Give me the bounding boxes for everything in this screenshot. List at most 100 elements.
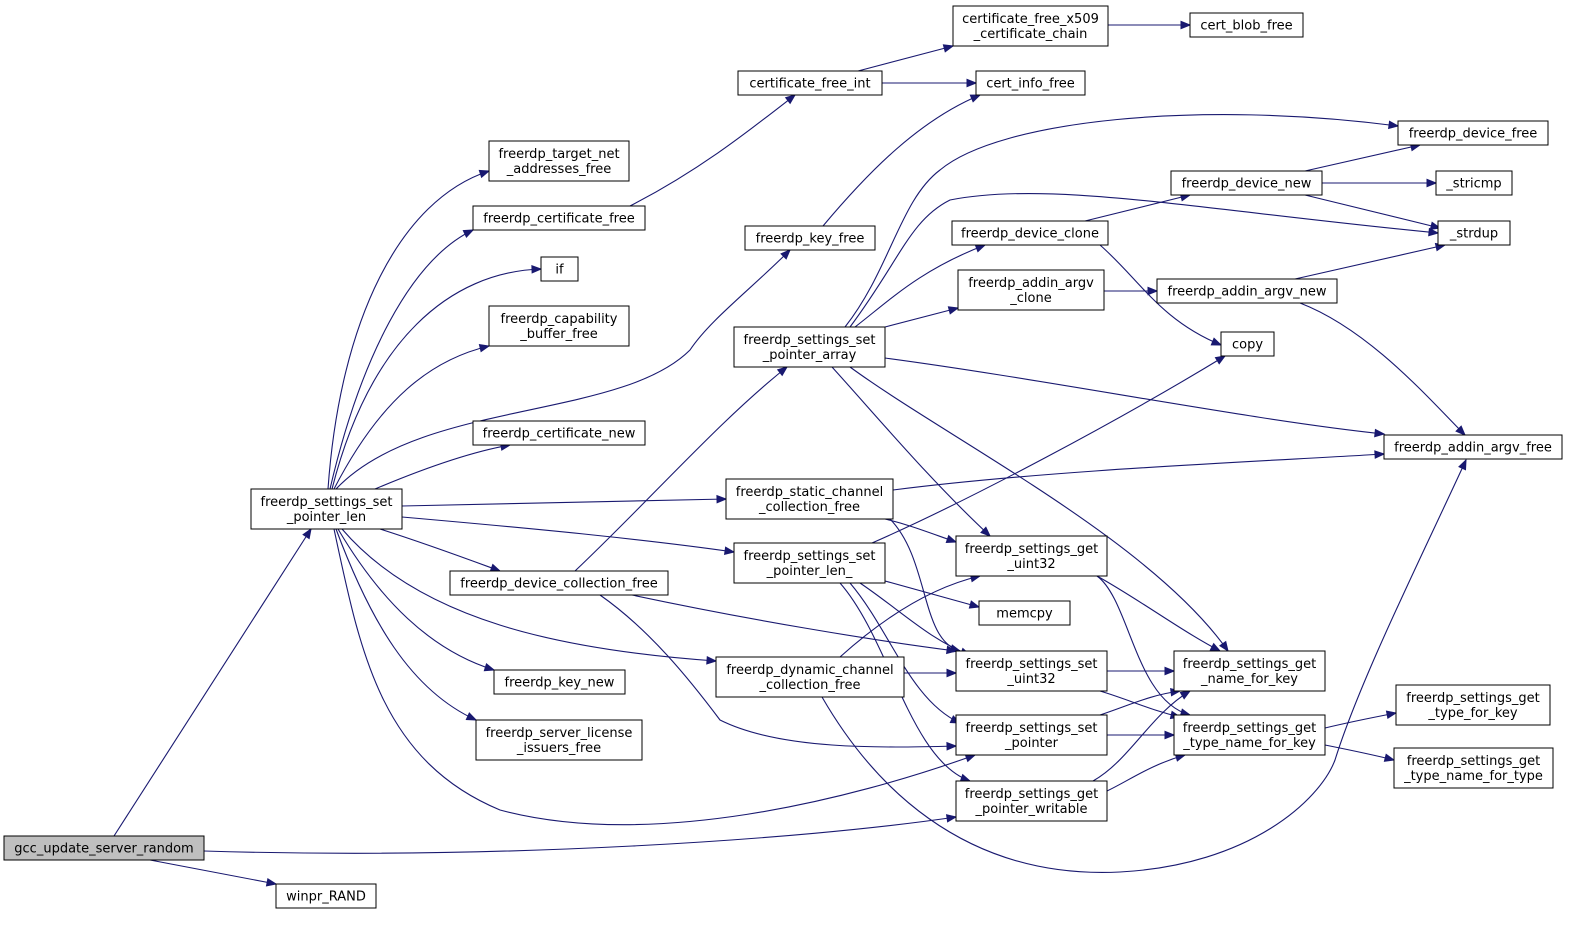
- node-argv-clone[interactable]: freerdp_addin_argv_clone: [957, 269, 1105, 311]
- arrowhead: [1426, 178, 1438, 188]
- node-get-name[interactable]: freerdp_settings_get_name_for_key: [1173, 650, 1326, 692]
- edge-get_uint32-to-get_tname: [1096, 575, 1192, 717]
- node-cert-free[interactable]: freerdp_certificate_free: [472, 205, 646, 231]
- edge-line: [831, 366, 991, 537]
- node-if[interactable]: if: [540, 256, 579, 282]
- arrowhead: [1179, 690, 1192, 700]
- node-cert-blob[interactable]: cert_blob_free: [1189, 12, 1304, 38]
- node-copy[interactable]: copy: [1220, 331, 1275, 357]
- node-set-pointer[interactable]: freerdp_settings_set_pointer: [955, 714, 1108, 756]
- node-cert-info[interactable]: cert_info_free: [975, 70, 1086, 96]
- node-cap-buf[interactable]: freerdp_capability_buffer_free: [488, 305, 630, 347]
- arrowhead: [723, 546, 736, 555]
- node-box: [1437, 220, 1511, 246]
- node-dev-coll-free[interactable]: freerdp_device_collection_free: [449, 570, 669, 596]
- arrowhead: [706, 656, 718, 665]
- node-set-pointer-len[interactable]: freerdp_settings_set_pointer_len: [250, 488, 403, 530]
- node-label: _addresses_free: [506, 162, 611, 177]
- node-label: freerdp_device_clone: [961, 227, 1099, 242]
- node-label: if: [555, 263, 564, 278]
- edge-line: [839, 575, 981, 658]
- node-stricmp[interactable]: _stricmp: [1435, 170, 1513, 196]
- node-label: memcpy: [996, 607, 1053, 622]
- node-target-net[interactable]: freerdp_target_net_addresses_free: [488, 140, 630, 182]
- arrowhead: [969, 94, 982, 103]
- node-set-ptr-len-[interactable]: freerdp_settings_set_pointer_len_: [733, 542, 886, 584]
- node-label: freerdp_settings_get: [1407, 754, 1540, 769]
- arrowhead: [489, 563, 502, 572]
- node-label: freerdp_settings_set: [744, 333, 876, 348]
- edge-set_pointer_len-to-cert_free: [329, 229, 475, 490]
- edge-line: [849, 192, 1439, 328]
- arrowhead: [974, 244, 987, 253]
- node-label: freerdp_device_free: [1409, 127, 1538, 142]
- node-static-free[interactable]: freerdp_static_channel_collection_free: [725, 478, 894, 520]
- node-dyn-free[interactable]: freerdp_dynamic_channel_collection_free: [715, 656, 905, 698]
- edge-set_uint32-to-get_name: [1107, 666, 1176, 676]
- node-label: _collection_free: [758, 678, 860, 693]
- node-key-free[interactable]: freerdp_key_free: [744, 225, 876, 251]
- node-dev-clone[interactable]: freerdp_device_clone: [951, 220, 1109, 246]
- node-get-tname-t[interactable]: freerdp_settings_get_type_name_for_type: [1393, 747, 1554, 789]
- edge-cert_free_int-to-cert_x509: [857, 44, 955, 72]
- edge-get_ptr_w-to-get_name: [1092, 690, 1192, 782]
- node-label: certificate_free_x509: [962, 12, 1099, 27]
- node-get-type[interactable]: freerdp_settings_get_type_for_key: [1395, 684, 1551, 726]
- edge-key_free-to-cert_info: [822, 94, 982, 227]
- node-get-tname[interactable]: freerdp_settings_get_type_name_for_key: [1173, 714, 1326, 756]
- node-strdup[interactable]: _strdup: [1437, 220, 1511, 246]
- node-gcc[interactable]: gcc_update_server_random: [3, 835, 205, 861]
- node-cert-x509[interactable]: certificate_free_x509_certificate_chain: [952, 5, 1109, 47]
- node-label: _pointer_writable: [974, 802, 1087, 817]
- arrowhead: [964, 754, 977, 763]
- node-dev-free[interactable]: freerdp_device_free: [1397, 120, 1549, 146]
- edge-gcc-to-set_pointer_len: [113, 527, 312, 837]
- edge-line: [822, 94, 981, 227]
- edge-line: [1294, 244, 1446, 280]
- edge-line: [857, 45, 954, 72]
- node-key-new[interactable]: freerdp_key_new: [493, 669, 626, 695]
- edge-dyn_free-to-set_uint32: [904, 668, 958, 678]
- node-label: freerdp_settings_set: [966, 657, 1098, 672]
- arrowhead: [1214, 355, 1227, 365]
- node-box: [733, 326, 886, 368]
- node-memcpy[interactable]: memcpy: [978, 600, 1071, 626]
- edge-line: [1084, 194, 1191, 222]
- node-label: _pointer: [1004, 736, 1059, 751]
- node-get-ptr-w[interactable]: freerdp_settings_get_pointer_writable: [955, 780, 1108, 822]
- node-label: _clone: [1009, 291, 1051, 306]
- node-label: freerdp_certificate_free: [483, 212, 634, 227]
- node-box: [975, 70, 1086, 96]
- edge-set_ptr_arr-to-get_name: [849, 366, 1229, 653]
- node-get-uint32[interactable]: freerdp_settings_get_uint32: [955, 535, 1108, 577]
- node-argv-new[interactable]: freerdp_addin_argv_new: [1156, 278, 1338, 304]
- node-box: [955, 650, 1108, 692]
- edge-line: [599, 594, 957, 748]
- node-label: freerdp_dynamic_channel: [726, 663, 893, 678]
- node-cert-free-int[interactable]: certificate_free_int: [737, 70, 883, 96]
- node-dev-new[interactable]: freerdp_device_new: [1170, 170, 1323, 196]
- edge-line: [821, 459, 1467, 873]
- node-argv-free[interactable]: freerdp_addin_argv_free: [1383, 434, 1563, 460]
- node-label: _certificate_chain: [973, 27, 1088, 42]
- node-set-ptr-arr[interactable]: freerdp_settings_set_pointer_array: [733, 326, 886, 368]
- node-winpr-rand[interactable]: winpr_RAND: [275, 883, 377, 909]
- edge-line: [1092, 690, 1191, 782]
- node-box: [957, 269, 1105, 311]
- node-box: [951, 220, 1109, 246]
- node-label: copy: [1232, 338, 1263, 353]
- edge-line: [203, 816, 957, 854]
- node-box: [3, 835, 205, 861]
- edge-set_ptr_arr-to-get_uint32: [831, 366, 991, 537]
- node-set-uint32[interactable]: freerdp_settings_set_uint32: [955, 650, 1108, 692]
- node-label: _type_for_key: [1427, 706, 1517, 721]
- call-graph-edges: [113, 20, 1467, 887]
- node-box: [955, 780, 1108, 822]
- edge-line: [631, 594, 957, 652]
- edge-line: [1304, 194, 1441, 229]
- edge-set_uint32-to-get_tname: [1099, 690, 1182, 720]
- node-lic-free[interactable]: freerdp_server_license_issuers_free: [475, 719, 643, 761]
- edge-line: [335, 249, 791, 490]
- node-cert-new[interactable]: freerdp_certificate_new: [472, 420, 646, 446]
- edge-line: [1299, 302, 1466, 436]
